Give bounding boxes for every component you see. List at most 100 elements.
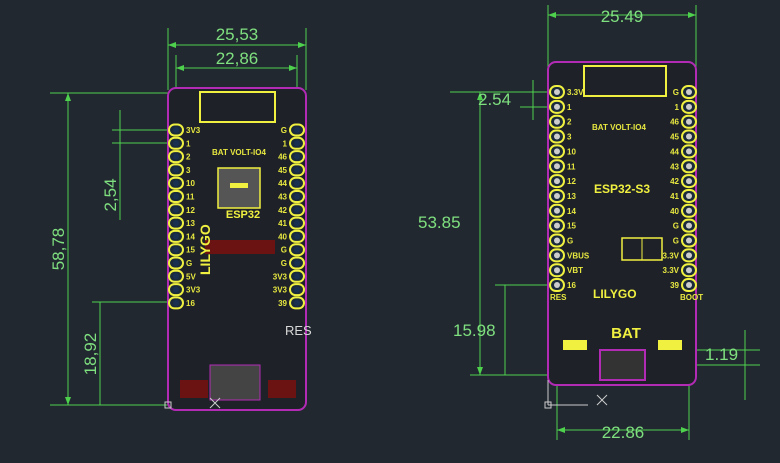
right-usb-port	[599, 349, 646, 381]
pin-hole	[294, 246, 300, 253]
pin-hole	[554, 222, 560, 229]
pin-hole	[173, 220, 179, 227]
pin-hole	[686, 282, 692, 289]
dim-right-width-outer: 25.49	[601, 7, 644, 26]
pin-hole	[686, 133, 692, 140]
pin-label: 39	[670, 281, 679, 290]
pin-hole	[294, 273, 300, 280]
pin-hole	[686, 178, 692, 185]
pin-hole	[686, 148, 692, 155]
dim-left-pitch: 2,54	[101, 178, 120, 211]
pin-hole	[554, 207, 560, 214]
pin-label: 12	[186, 206, 195, 215]
pin-label: 13	[186, 219, 195, 228]
dim-right-offset: 1.19	[705, 345, 738, 364]
pin-hole	[554, 237, 560, 244]
pin-hole	[173, 246, 179, 253]
pin-label: 2	[186, 153, 191, 162]
pin-hole	[554, 103, 560, 110]
pin-hole	[554, 148, 560, 155]
pin-label: 3V3	[273, 286, 288, 295]
pin-hole	[173, 127, 179, 133]
pin-label: 5V	[186, 272, 196, 281]
pin-label: 11	[567, 162, 576, 171]
pin-hole	[294, 299, 300, 306]
pin-label: 46	[278, 153, 287, 162]
left-brand-logo: LILYGO	[197, 224, 213, 275]
pin-hole	[686, 89, 692, 95]
pin-label: G	[673, 88, 679, 97]
left-board-pins: 3V3123101112131415G5V3V316G1464544434241…	[168, 123, 305, 310]
pin-hole	[173, 299, 179, 306]
pin-hole	[554, 192, 560, 199]
pin-label: 45	[670, 133, 679, 142]
pin-hole	[294, 220, 300, 227]
pin-label: 3.3V	[663, 266, 680, 275]
pin-hole	[686, 222, 692, 229]
pin-label: 42	[670, 177, 679, 186]
pin-label: 3V3	[273, 272, 288, 281]
pin-label: G	[673, 222, 679, 231]
pin-hole	[554, 133, 560, 140]
right-bat-volt-label: BAT VOLT-IO4	[592, 123, 646, 132]
pin-hole	[554, 282, 560, 289]
pin-label: 11	[186, 193, 195, 202]
pin-hole	[686, 267, 692, 274]
left-res-label: RES	[285, 323, 312, 338]
pin-label: 46	[670, 118, 679, 127]
pin-label: VBUS	[567, 251, 590, 260]
pin-label: 45	[278, 166, 287, 175]
right-antenna-area	[583, 65, 667, 97]
dim-left-height: 58,78	[49, 228, 68, 271]
dim-right-pitch: 2.54	[478, 90, 511, 109]
pin-label: 1	[675, 103, 680, 112]
pin-hole	[686, 118, 692, 125]
pin-label: 39	[278, 299, 287, 308]
dim-left-lower: 18,92	[81, 333, 100, 376]
pin-hole	[686, 163, 692, 170]
dim-right-pin-spacing: 22.86	[602, 423, 645, 442]
pin-label: 12	[567, 177, 576, 186]
pin-label: G	[281, 126, 287, 135]
pin-hole	[686, 252, 692, 259]
pin-label: 14	[567, 207, 576, 216]
pin-hole	[554, 163, 560, 170]
pin-hole	[294, 193, 300, 200]
pin-hole	[173, 260, 179, 266]
pin-hole	[686, 237, 692, 244]
pin-hole	[173, 166, 179, 173]
right-chip-label: ESP32-S3	[594, 182, 650, 196]
pin-label: VBT	[567, 266, 583, 275]
pin-label: 41	[670, 192, 679, 201]
pin-hole	[294, 206, 300, 213]
pin-hole	[554, 267, 560, 274]
pin-label: 1	[283, 139, 288, 148]
pin-label: 16	[567, 281, 576, 290]
pin-hole	[173, 233, 179, 240]
pin-label: 42	[278, 206, 287, 215]
pin-label: 1	[567, 103, 572, 112]
right-brand-logo: LILYGO	[593, 287, 637, 301]
pin-label: 40	[278, 232, 287, 241]
pin-hole	[554, 89, 560, 95]
right-res-label: RES	[550, 293, 567, 302]
pin-label: 16	[186, 299, 195, 308]
pin-label: 43	[670, 162, 679, 171]
pin-hole	[173, 193, 179, 200]
pin-label: 40	[670, 207, 679, 216]
dim-right-height: 53.85	[418, 213, 461, 232]
left-bat-label: BAT VOLT-IO4	[212, 148, 266, 157]
pin-label: 10	[567, 147, 576, 156]
pin-hole	[294, 180, 300, 187]
pin-label: 15	[567, 222, 576, 231]
pin-hole	[173, 153, 179, 160]
pin-hole	[173, 273, 179, 280]
pin-hole	[554, 252, 560, 259]
pin-label: 15	[186, 246, 195, 255]
pin-label: G	[673, 237, 679, 246]
pin-hole	[173, 140, 179, 147]
pin-label: 14	[186, 232, 195, 241]
pin-hole	[554, 178, 560, 185]
